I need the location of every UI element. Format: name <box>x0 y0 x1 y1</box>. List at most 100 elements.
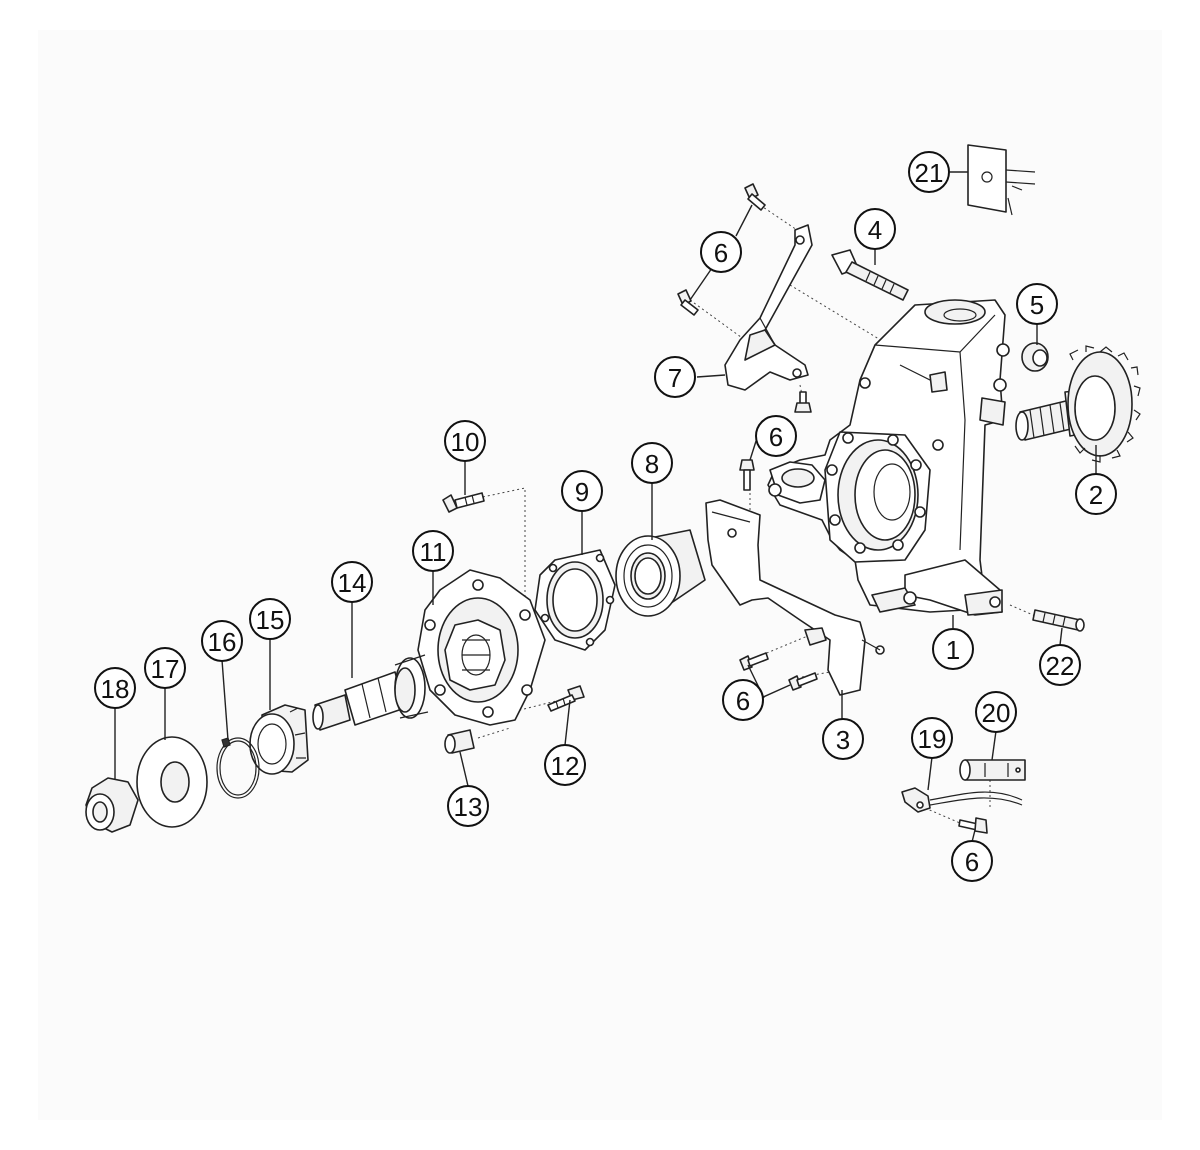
part-18-hub-nut <box>85 777 139 833</box>
part-6-bolt-lower-a <box>739 652 769 671</box>
callout-number: 14 <box>338 568 367 598</box>
part-5-nut <box>1021 342 1049 372</box>
part-6-bolt-upper-a <box>744 183 766 211</box>
callout-circle <box>911 717 953 759</box>
callout-c13: 13 <box>447 785 489 827</box>
part-4-long-bolt <box>831 249 909 301</box>
callout-c1: 1 <box>932 628 974 670</box>
callout-circle <box>951 840 993 882</box>
part-13-bushing <box>444 729 475 754</box>
callout-number: 18 <box>101 674 130 704</box>
callout-c12: 12 <box>544 744 586 786</box>
callout-circle <box>561 470 603 512</box>
callout-c15: 15 <box>249 598 291 640</box>
callout-circle <box>201 620 243 662</box>
callout-number: 10 <box>451 427 480 457</box>
part-6-bolt-lower-c <box>958 817 988 834</box>
callout-c3: 3 <box>822 718 864 760</box>
callout-c6b: 6 <box>755 415 797 457</box>
callout-circle <box>854 208 896 250</box>
callout-number: 4 <box>868 215 882 245</box>
callout-c17: 17 <box>144 647 186 689</box>
callout-c22: 22 <box>1039 644 1081 686</box>
callout-circle <box>144 647 186 689</box>
callout-circle <box>331 561 373 603</box>
callout-number: 6 <box>736 686 750 716</box>
callout-c6c: 6 <box>722 679 764 721</box>
part-11-wheel-hub <box>417 569 546 726</box>
callout-number: 17 <box>151 654 180 684</box>
part-7-bracket-arm <box>724 224 813 391</box>
part-3-dust-shield <box>705 499 885 696</box>
callout-circle <box>444 420 486 462</box>
callout-number: 8 <box>645 449 659 479</box>
part-6-bolt-upper-b <box>677 289 699 316</box>
callout-number: 13 <box>454 792 483 822</box>
callout-circle <box>975 691 1017 733</box>
callout-number: 3 <box>836 725 850 755</box>
part-14-inner-shaft <box>312 654 429 731</box>
part-2-drive-gear-shaft <box>1015 345 1141 463</box>
callout-circle <box>700 231 742 273</box>
callout-circle <box>412 530 454 572</box>
callout-c7: 7 <box>654 356 696 398</box>
callout-number: 21 <box>915 158 944 188</box>
callout-circle <box>932 628 974 670</box>
part-6-bolt-lower-b <box>788 672 818 691</box>
callout-leader-lines <box>114 171 1097 843</box>
callout-circle <box>631 442 673 484</box>
callout-number: 16 <box>208 627 237 657</box>
callout-c2: 2 <box>1075 473 1117 515</box>
callout-circle <box>94 667 136 709</box>
callout-c6d: 6 <box>951 840 993 882</box>
callout-number: 11 <box>420 537 447 567</box>
part-19-sensor <box>901 787 1023 813</box>
callout-number: 22 <box>1046 651 1075 681</box>
callout-c14: 14 <box>331 561 373 603</box>
callout-circle <box>654 356 696 398</box>
callout-number: 15 <box>256 605 285 635</box>
callout-c11: 11 <box>412 530 454 572</box>
callout-c16: 16 <box>201 620 243 662</box>
callout-circle <box>1016 283 1058 325</box>
callout-circle <box>249 598 291 640</box>
part-6-bolt-mid <box>739 459 755 491</box>
part-20-sleeve <box>959 759 1026 781</box>
callout-circle <box>722 679 764 721</box>
callout-number: 6 <box>769 422 783 452</box>
part-6-bolt-upper-c <box>794 391 812 413</box>
part-15-bearing-race <box>249 704 309 775</box>
callout-circle <box>447 785 489 827</box>
part-16-snap-ring <box>216 737 260 799</box>
part-1-steering-knuckle <box>767 299 1010 616</box>
part-10-bolt <box>442 492 485 513</box>
callout-c21: 21 <box>908 151 950 193</box>
callout-c4: 4 <box>854 208 896 250</box>
callout-circle <box>1039 644 1081 686</box>
callout-number: 6 <box>714 238 728 268</box>
callout-number: 5 <box>1030 290 1044 320</box>
callout-c5: 5 <box>1016 283 1058 325</box>
part-21-bracket-clip <box>967 144 1036 216</box>
callout-circle <box>1075 473 1117 515</box>
callout-number: 12 <box>551 751 580 781</box>
part-8-wheel-bearing <box>615 529 706 617</box>
callout-number: 19 <box>918 724 947 754</box>
callout-c6a: 6 <box>700 231 742 273</box>
callout-c18: 18 <box>94 667 136 709</box>
callout-circle <box>822 718 864 760</box>
callout-circle <box>544 744 586 786</box>
callout-circle <box>755 415 797 457</box>
callout-number: 6 <box>965 847 979 877</box>
callout-number: 7 <box>668 363 682 393</box>
callout-c20: 20 <box>975 691 1017 733</box>
part-22-stud-pin <box>1032 609 1085 632</box>
callout-c19: 19 <box>911 717 953 759</box>
callout-circle <box>908 151 950 193</box>
callout-c9: 9 <box>561 470 603 512</box>
callout-number: 20 <box>982 698 1011 728</box>
part-17-washer <box>136 736 208 828</box>
callout-number: 1 <box>946 635 960 665</box>
